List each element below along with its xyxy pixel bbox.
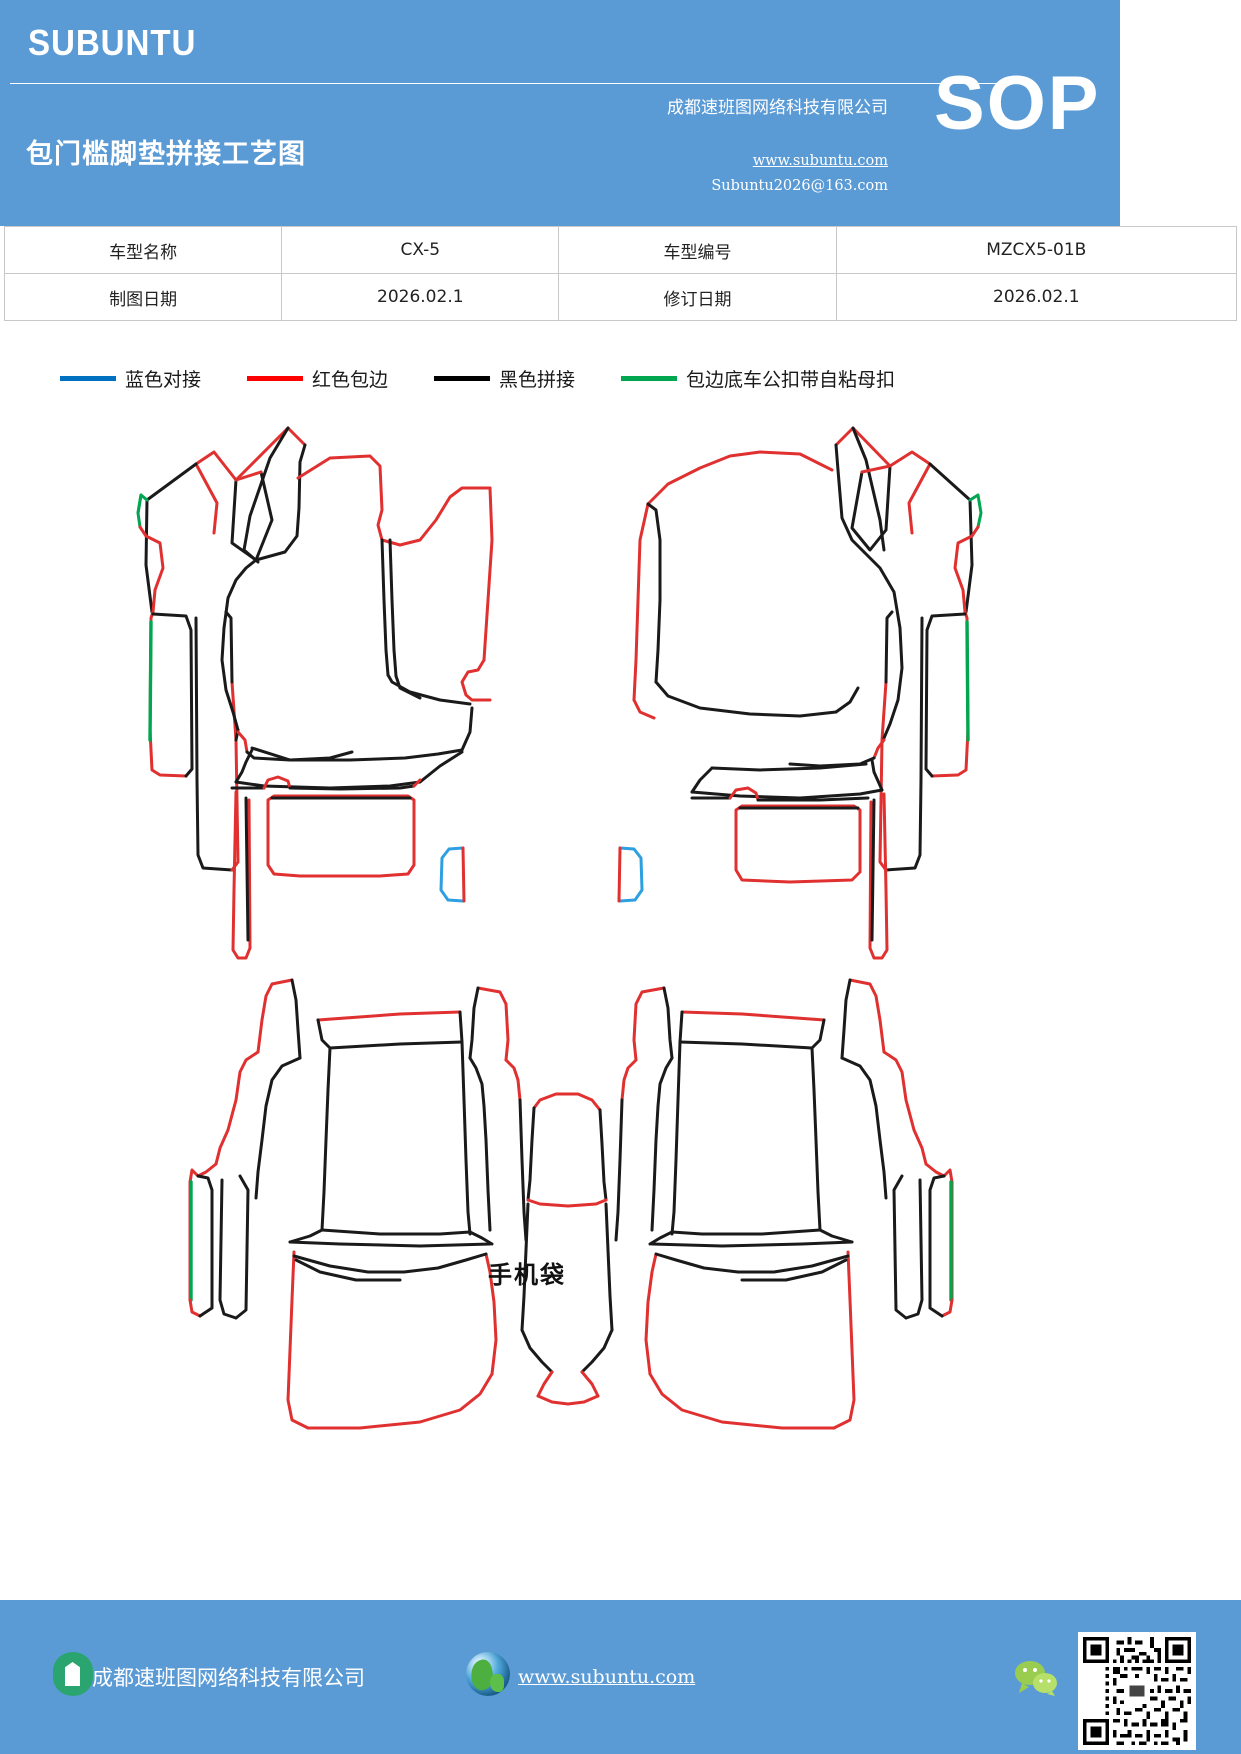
table-row: 车型名称 CX-5 车型编号 MZCX5-01B [3,226,1238,274]
cell-draw-date-value: 2026.02.1 [281,273,560,321]
legend-label-black: 黑色拼接 [499,368,576,391]
phone-pocket-label: 手机袋 [488,1261,566,1289]
header-company-name: 成都速班图网络科技有限公司 [667,98,888,118]
legend-label-green: 包边底车公扣带自粘母扣 [686,368,896,391]
cell-model-name-label: 车型名称 [3,226,283,274]
rear-left-mat [188,978,528,1430]
legend-label-blue: 蓝色对接 [125,368,202,391]
technical-drawing-area: 手机袋 [0,400,1241,1550]
legend-label-red: 红色包边 [312,368,389,391]
legend-swatch-red-icon [247,375,304,381]
legend-item-blue: 蓝色对接 [60,365,201,392]
qr-code-image [1078,1632,1196,1750]
cell-model-number-value: MZCX5-01B [835,226,1238,274]
cell-model-name-value: CX-5 [281,226,560,274]
document-header: SUBUNTU 包门槛脚垫拼接工艺图 成都速班图网络科技有限公司 www.sub… [0,0,1120,226]
brand-logo-text: SUBUNTU [28,22,197,63]
wechat-icon [1014,1660,1060,1696]
front-right-mat [632,426,983,960]
legend: 蓝色对接 红色包边 黑色拼接 包边底车公扣带自粘母扣 [60,358,1060,398]
page-title: 包门槛脚垫拼接工艺图 [26,139,306,170]
front-left-mat [136,426,494,960]
legend-swatch-green-icon [621,375,678,381]
cell-draw-date-label: 制图日期 [3,273,283,321]
footer-company-name: 成都速班图网络科技有限公司 [92,1666,365,1690]
globe-icon [466,1652,510,1696]
cell-revision-date-value: 2026.02.1 [835,273,1238,321]
rear-right-mat [614,978,954,1430]
cell-model-number-label: 车型编号 [558,226,837,274]
header-divider-line [10,83,1010,84]
center-tunnel-mat [520,1092,614,1406]
building-icon [53,1652,93,1696]
phone-pocket-left [439,846,466,903]
vehicle-info-table: 车型名称 CX-5 车型编号 MZCX5-01B 制图日期 2026.02.1 … [3,226,1238,321]
table-row: 制图日期 2026.02.1 修订日期 2026.02.1 [3,273,1238,321]
legend-swatch-blue-icon [60,375,116,381]
cell-revision-date-label: 修订日期 [558,273,837,321]
legend-item-red: 红色包边 [247,365,388,392]
legend-item-black: 黑色拼接 [434,365,575,392]
legend-item-green: 包边底车公扣带自粘母扣 [621,365,895,392]
footer-website-link[interactable]: www.subuntu.com [518,1666,696,1688]
legend-swatch-black-icon [434,375,491,381]
header-website-link[interactable]: www.subuntu.com [752,153,888,169]
sop-badge: SOP [934,61,1101,146]
header-email-text: Subuntu2026@163.com [711,178,888,194]
document-footer: 成都速班图网络科技有限公司 www.subuntu.com [0,1600,1241,1754]
phone-pocket-right [617,846,644,903]
